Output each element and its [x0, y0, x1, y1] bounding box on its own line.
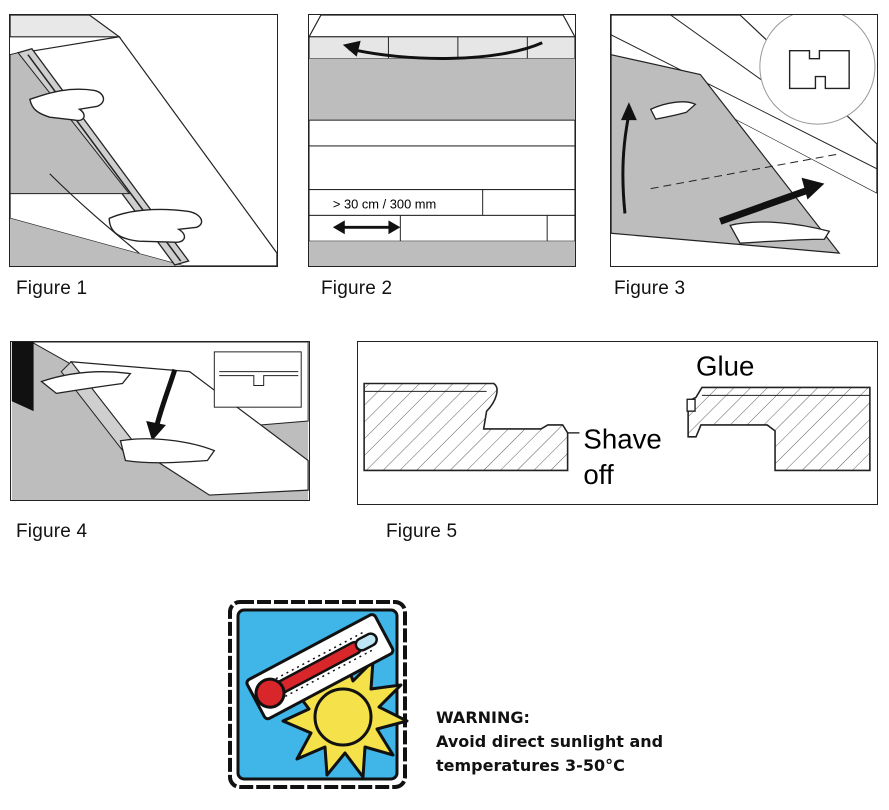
figure-5-caption: Figure 5 [386, 521, 458, 542]
laying-first-board-drawing [10, 15, 277, 266]
warning-line-2: temperatures 3-50°C [436, 756, 625, 775]
warning-line-1: Avoid direct sunlight and [436, 732, 664, 751]
figure-1-illustration [9, 14, 278, 267]
figure-4-illustration [10, 341, 310, 501]
warning-heading: WARNING: [436, 708, 530, 727]
figure-5-illustration: Shave off Glue [357, 341, 878, 505]
figure-4-caption: Figure 4 [16, 521, 88, 542]
figure-2-caption: Figure 2 [321, 278, 393, 299]
glue-bead [686, 398, 696, 412]
warning-message: WARNING: Avoid direct sunlight and tempe… [436, 706, 663, 778]
thermometer-sun-icon [225, 597, 410, 792]
joint-profile-cross-section: Shave off Glue [363, 351, 871, 490]
spacing-measurement: > 30 cm / 300 mm [333, 196, 436, 211]
glue-label: Glue [696, 351, 754, 382]
board-spacing-drawing: > 30 cm / 300 mm [309, 15, 575, 266]
figure-3-illustration [610, 14, 878, 267]
figure-3-caption: Figure 3 [614, 278, 686, 299]
press-down-board-drawing [11, 342, 309, 500]
figure-2-illustration: > 30 cm / 300 mm [308, 14, 576, 267]
shave-label: Shave [583, 424, 661, 455]
figure-1-caption: Figure 1 [16, 278, 88, 299]
angle-and-lock-drawing [611, 15, 877, 266]
joint-detail-inset [213, 351, 302, 408]
off-label: off [583, 459, 614, 490]
